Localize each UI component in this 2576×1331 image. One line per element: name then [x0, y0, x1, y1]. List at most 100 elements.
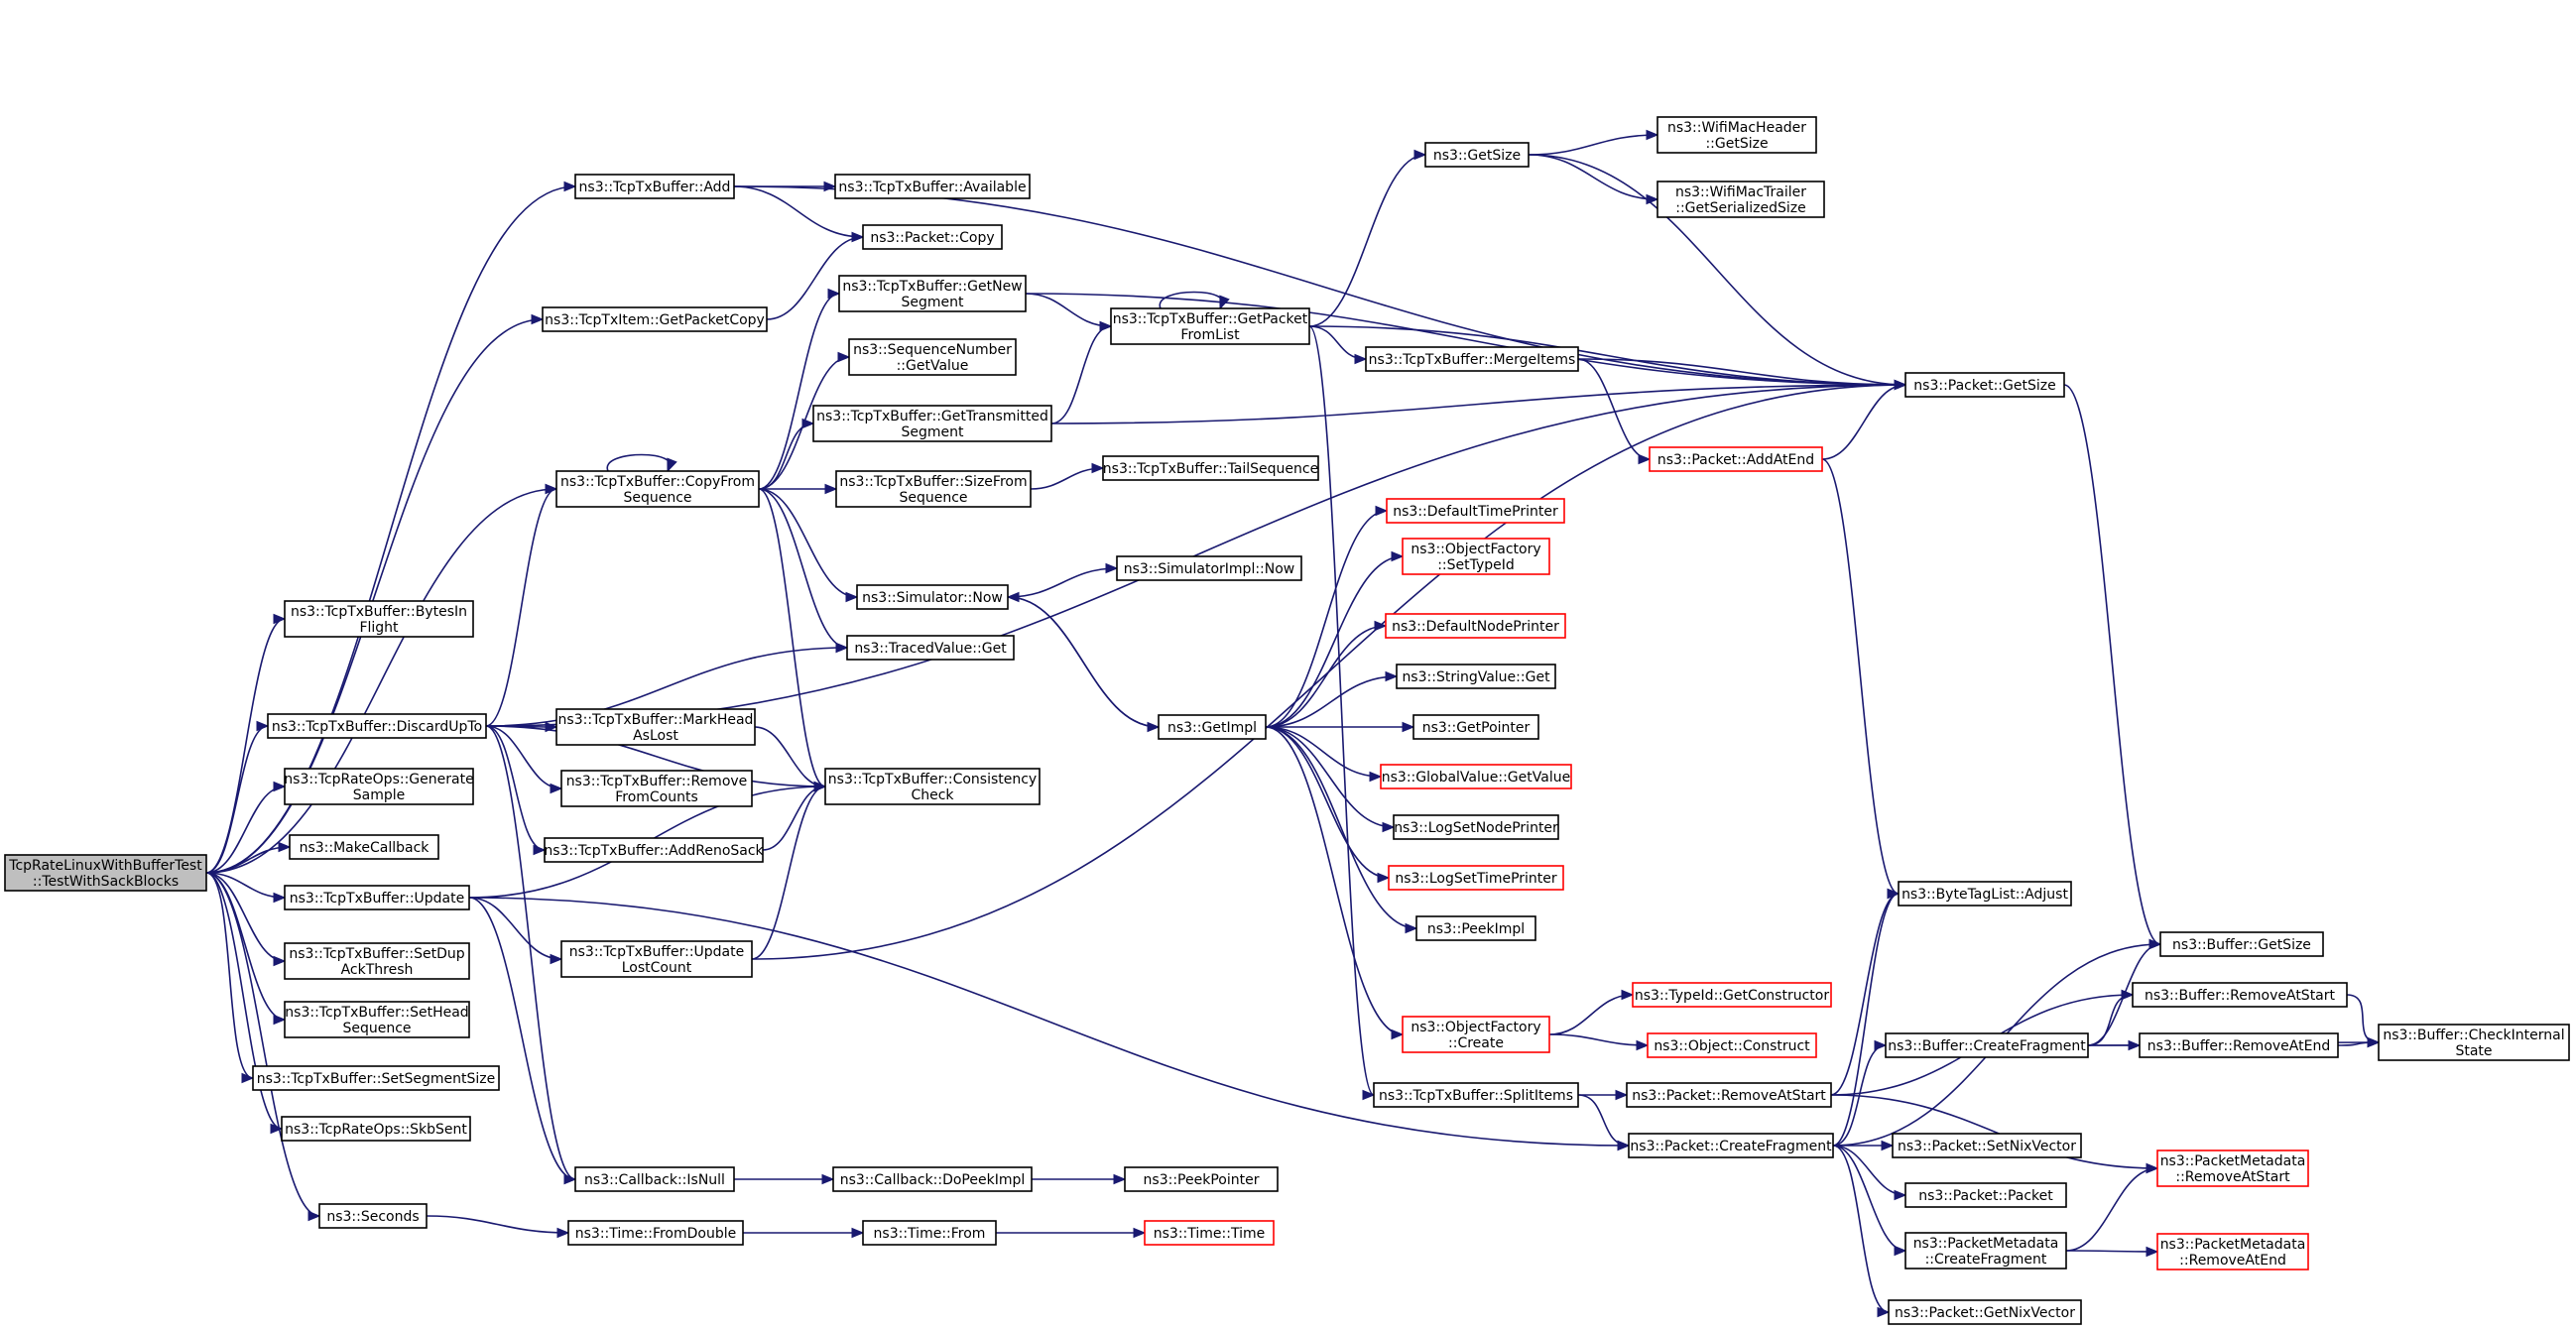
- arrowhead: [307, 1210, 321, 1222]
- node-pm-removeatend[interactable]: ns3::PacketMetadata::RemoveAtEnd: [2156, 1233, 2309, 1270]
- arrowhead: [1362, 1089, 1376, 1101]
- node-obj-construct[interactable]: ns3::Object::Construct: [1647, 1032, 1817, 1058]
- node-getsize[interactable]: ns3::GetSize: [1424, 142, 1530, 168]
- arrowhead: [1105, 562, 1119, 574]
- node-splititems[interactable]: ns3::TcpTxBuffer::SplitItems: [1373, 1082, 1579, 1108]
- node-setnixvector[interactable]: ns3::Packet::SetNixVector: [1892, 1133, 2082, 1158]
- node-setsegsize[interactable]: ns3::TcpTxBuffer::SetSegmentSize: [252, 1065, 500, 1091]
- node-sim-now[interactable]: ns3::Simulator::Now: [856, 584, 1009, 610]
- node-root[interactable]: TcpRateLinuxWithBufferTest::TestWithSack…: [4, 854, 207, 892]
- node-buf-createfragment[interactable]: ns3::Buffer::CreateFragment: [1885, 1032, 2089, 1058]
- node-box: [567, 1220, 744, 1246]
- arrowhead: [1887, 888, 1901, 900]
- node-seq-getvalue[interactable]: ns3::SequenceNumber::GetValue: [848, 338, 1017, 376]
- node-seconds[interactable]: ns3::Seconds: [318, 1203, 428, 1229]
- node-globalvalue[interactable]: ns3::GlobalValue::GetValue: [1380, 764, 1572, 789]
- node-getimpl[interactable]: ns3::GetImpl: [1158, 714, 1267, 740]
- node-createfragment[interactable]: ns3::Packet::CreateFragment: [1628, 1133, 1834, 1158]
- node-label: ns3::GetSize: [1433, 148, 1521, 164]
- node-addrenosack[interactable]: ns3::TcpTxBuffer::AddRenoSack: [544, 837, 765, 863]
- arrowhead: [851, 1227, 865, 1239]
- node-box: [1885, 1032, 2089, 1058]
- call-edge: [1265, 726, 1382, 778]
- node-skbsent[interactable]: ns3::TcpRateOps::SkbSent: [281, 1116, 471, 1142]
- node-label: ns3::Packet::GetNixVector: [1895, 1305, 2075, 1321]
- node-addatend[interactable]: ns3::Packet::AddAtEnd: [1649, 446, 1823, 472]
- node-getconstructor[interactable]: ns3::TypeId::GetConstructor: [1632, 982, 1832, 1008]
- node-mergeitems[interactable]: ns3::TcpTxBuffer::MergeItems: [1365, 346, 1579, 372]
- node-getpointer[interactable]: ns3::GetPointer: [1412, 714, 1539, 740]
- node-label: Sample: [353, 787, 406, 803]
- node-label: ns3::TcpTxBuffer::Available: [838, 180, 1026, 195]
- node-box: [1365, 346, 1579, 372]
- arrowhead: [550, 953, 563, 965]
- node-buf-removeatend[interactable]: ns3::Buffer::RemoveAtEnd: [2139, 1032, 2339, 1058]
- node-box: [1626, 1082, 1832, 1108]
- call-edge: [754, 726, 826, 787]
- node-bytetaglist[interactable]: ns3::ByteTagList::Adjust: [1898, 881, 2072, 907]
- node-pm-removeatstart[interactable]: ns3::PacketMetadata::RemoveAtStart: [2156, 1150, 2309, 1187]
- node-buf-removeatstart[interactable]: ns3::Buffer::RemoveAtStart: [2132, 982, 2348, 1008]
- node-label: ns3::TypeId::GetConstructor: [1635, 988, 1829, 1004]
- node-defaulttimeprinter[interactable]: ns3::DefaultTimePrinter: [1386, 498, 1565, 524]
- node-peekpointer[interactable]: ns3::PeekPointer: [1124, 1166, 1279, 1192]
- arrowhead: [1091, 462, 1105, 474]
- node-logsetnode[interactable]: ns3::LogSetNodePrinter: [1393, 814, 1559, 840]
- node-defaultnodeprinter[interactable]: ns3::DefaultNodePrinter: [1385, 613, 1566, 639]
- node-label: ns3::ByteTagList::Adjust: [1901, 887, 2068, 903]
- node-logsettime[interactable]: ns3::LogSetTimePrinter: [1388, 865, 1564, 891]
- node-time-time[interactable]: ns3::Time::Time: [1144, 1220, 1275, 1246]
- node-box: [1158, 714, 1267, 740]
- node-simimpl-now[interactable]: ns3::SimulatorImpl::Now: [1116, 555, 1302, 581]
- node-wifimacheader[interactable]: ns3::WifiMacHeader::GetSize: [1656, 116, 1817, 154]
- node-removeatstart[interactable]: ns3::Packet::RemoveAtStart: [1626, 1082, 1832, 1108]
- node-box: [1386, 498, 1565, 524]
- call-edge: [485, 725, 826, 787]
- call-edge: [762, 786, 826, 851]
- node-packet-getsize[interactable]: ns3::Packet::GetSize: [1904, 372, 2065, 398]
- node-box: [555, 708, 756, 746]
- node-stringvalue-get[interactable]: ns3::StringValue::Get: [1396, 664, 1556, 689]
- node-settypeid[interactable]: ns3::ObjectFactory::SetTypeId: [1402, 538, 1550, 575]
- call-edge: [1265, 555, 1404, 728]
- node-tailseq[interactable]: ns3::TcpTxBuffer::TailSequence: [1102, 455, 1319, 481]
- node-dopeekimpl[interactable]: ns3::Callback::DoPeekImpl: [832, 1166, 1033, 1192]
- node-tracedvalue-get[interactable]: ns3::TracedValue::Get: [846, 635, 1015, 661]
- node-of-create[interactable]: ns3::ObjectFactory::Create: [1402, 1016, 1550, 1053]
- node-getpacketcopy[interactable]: ns3::TcpTxItem::GetPacketCopy: [542, 306, 768, 332]
- node-packet-packet[interactable]: ns3::Packet::Packet: [1904, 1182, 2067, 1208]
- node-peekimpl[interactable]: ns3::PeekImpl: [1415, 915, 1536, 941]
- node-add[interactable]: ns3::TcpTxBuffer::Add: [574, 174, 735, 199]
- node-time-from[interactable]: ns3::Time::From: [862, 1220, 997, 1246]
- node-fromdouble[interactable]: ns3::Time::FromDouble: [567, 1220, 744, 1246]
- call-edge: [1308, 154, 1426, 327]
- arrowhead: [1382, 821, 1396, 833]
- node-getnixvector[interactable]: ns3::Packet::GetNixVector: [1888, 1299, 2082, 1325]
- node-pm-createfragment[interactable]: ns3::PacketMetadata::CreateFragment: [1904, 1232, 2067, 1270]
- node-available[interactable]: ns3::TcpTxBuffer::Available: [834, 174, 1031, 199]
- call-edge: [426, 1215, 569, 1234]
- node-buf-getsize[interactable]: ns3::Buffer::GetSize: [2159, 931, 2324, 957]
- node-wifimactrailer[interactable]: ns3::WifiMacTrailer::GetSerializedSize: [1656, 181, 1825, 218]
- node-packet-copy[interactable]: ns3::Packet::Copy: [862, 224, 1003, 250]
- node-isnull[interactable]: ns3::Callback::IsNull: [574, 1166, 735, 1192]
- node-update[interactable]: ns3::TcpTxBuffer::Update: [284, 885, 470, 910]
- node-discardupto[interactable]: ns3::TcpTxBuffer::DiscardUpTo: [267, 713, 487, 739]
- node-makecallback[interactable]: ns3::MakeCallback: [289, 834, 439, 860]
- node-label: ns3::ObjectFactory: [1411, 1020, 1540, 1035]
